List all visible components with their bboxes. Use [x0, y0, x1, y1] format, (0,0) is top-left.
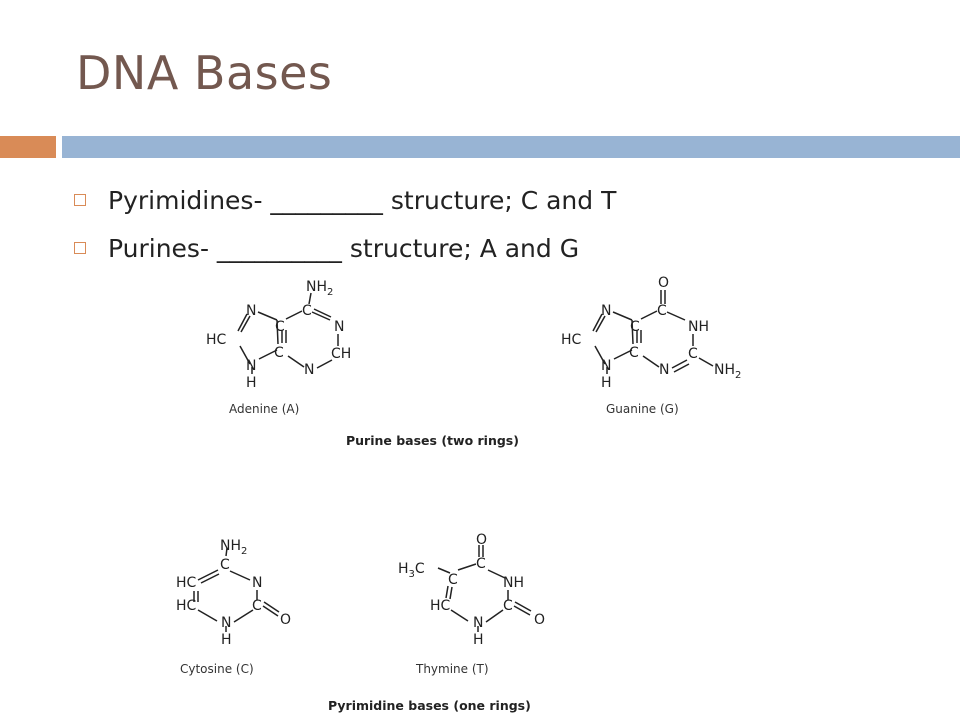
accent-bar-orange: [0, 136, 56, 158]
adenine-structure: N C C N CH N C N H HC NH2 Adenine (A): [206, 279, 351, 416]
guanine-atom-c5: C: [630, 319, 640, 335]
cytosine-atom-n1: N: [221, 615, 231, 631]
adenine-atom-c4: C: [274, 345, 284, 361]
guanine-atom-c6: C: [657, 303, 667, 319]
cytosine-atom-n3: N: [252, 575, 262, 591]
thymine-caption: Thymine (T): [415, 662, 489, 676]
adenine-caption: Adenine (A): [229, 402, 299, 416]
adenine-atom-c2: CH: [331, 346, 351, 362]
guanine-atom-c2: C: [688, 346, 698, 362]
adenine-atom-n1: N: [334, 319, 344, 335]
guanine-atom-n9: N: [601, 358, 611, 374]
cytosine-atom-h1: H: [221, 632, 232, 648]
bullet-pyrimidines: Pyrimidines- _________ structure; C and …: [74, 176, 894, 224]
thymine-atom-c5: C: [448, 572, 458, 588]
guanine-atom-o6: O: [658, 275, 669, 291]
thymine-atom-n3: NH: [503, 575, 524, 591]
thymine-atom-ch3: H3C: [398, 561, 425, 580]
bullet-text: Pyrimidines- _________ structure; C and …: [108, 185, 617, 215]
square-bullet-icon: [74, 194, 86, 206]
guanine-atom-n1: NH: [688, 319, 709, 335]
guanine-atom-c8: HC: [561, 332, 582, 348]
bullet-list: Pyrimidines- _________ structure; C and …: [74, 176, 894, 272]
cytosine-atom-c4: C: [220, 557, 230, 573]
thymine-atom-h1: H: [473, 632, 484, 648]
thymine-atom-o2: O: [534, 612, 545, 628]
cytosine-structure: NH2 C N C O N H HC HC Cytosine (C): [176, 538, 291, 676]
thymine-atom-c2: C: [503, 598, 513, 614]
pyrimidine-heading: Pyrimidine bases (one rings): [328, 698, 531, 713]
guanine-atom-n3: N: [659, 362, 669, 378]
cytosine-caption: Cytosine (C): [180, 662, 254, 676]
adenine-atom-c8: HC: [206, 332, 227, 348]
bullet-text: Purines- __________ structure; A and G: [108, 233, 580, 263]
guanine-atom-nh2: NH2: [714, 362, 741, 381]
adenine-atom-h9: H: [246, 375, 257, 391]
cytosine-atom-c2: C: [252, 598, 262, 614]
adenine-atom-c5: C: [275, 319, 285, 335]
cytosine-atom-c6: HC: [176, 598, 197, 614]
thymine-atom-c4: C: [476, 556, 486, 572]
thymine-atom-n1: N: [473, 615, 483, 631]
purine-heading: Purine bases (two rings): [346, 433, 519, 448]
guanine-caption: Guanine (G): [606, 402, 679, 416]
slide-title: DNA Bases: [76, 46, 333, 100]
accent-bar-blue: [62, 136, 960, 158]
adenine-atom-n9: N: [246, 358, 256, 374]
thymine-structure: H3C C C O NH C O N H HC Thymine (T): [398, 532, 545, 676]
guanine-structure: N C C O NH C NH2 N C N H HC Guanine (G): [561, 275, 741, 416]
thymine-atom-o4: O: [476, 532, 487, 548]
cytosine-atom-c5: HC: [176, 575, 197, 591]
guanine-atom-h9: H: [601, 375, 612, 391]
thymine-atom-c6: HC: [430, 598, 451, 614]
cytosine-atom-o2: O: [280, 612, 291, 628]
adenine-atom-c6: C: [302, 303, 312, 319]
square-bullet-icon: [74, 242, 86, 254]
cytosine-atom-nh2: NH2: [220, 538, 247, 557]
dna-bases-diagram: N C C N CH N C N H HC NH2 Adenine (A) N: [176, 275, 741, 713]
guanine-atom-c4: C: [629, 345, 639, 361]
adenine-atom-nh2: NH2: [306, 279, 333, 298]
adenine-atom-n7: N: [246, 303, 256, 319]
adenine-atom-n3: N: [304, 362, 314, 378]
guanine-atom-n7: N: [601, 303, 611, 319]
bullet-purines: Purines- __________ structure; A and G: [74, 224, 894, 272]
